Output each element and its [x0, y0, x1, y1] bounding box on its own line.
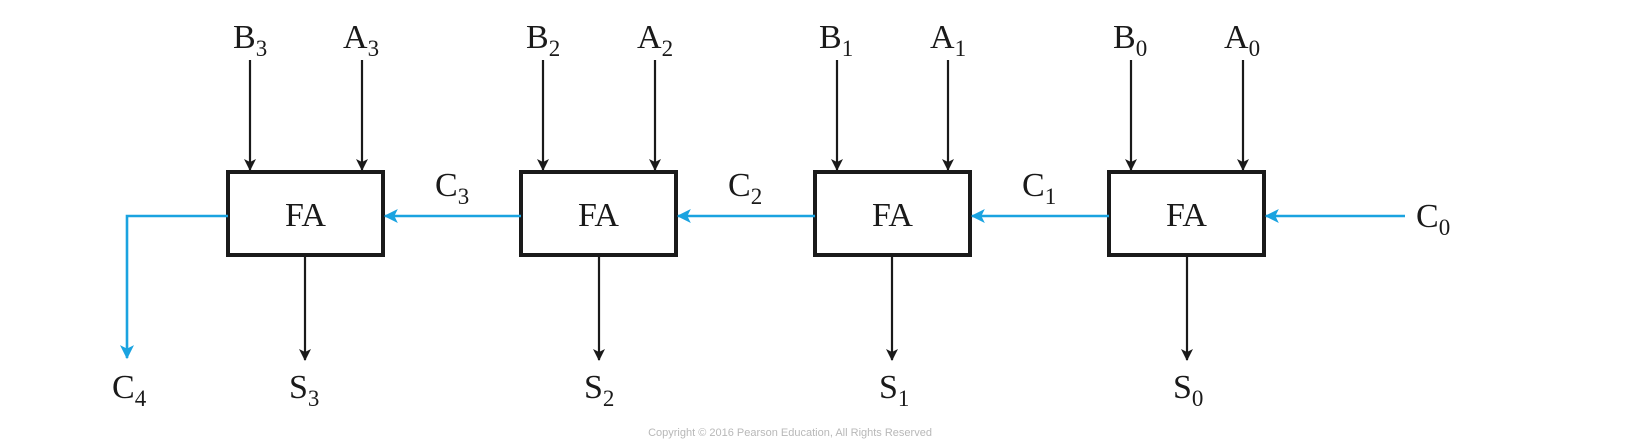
full-adder-box — [813, 170, 972, 257]
copyright-notice: Copyright © 2016 Pearson Education, All … — [648, 427, 932, 439]
full-adder-1: FA B1 A1 S1 — [813, 19, 972, 411]
sum-output-label: S0 — [1173, 369, 1203, 411]
carry-chain: C0 C1 C2 C3 C4 — [112, 167, 1450, 411]
input-b-label: B1 — [819, 19, 853, 61]
full-adder-label: FA — [1166, 197, 1207, 234]
carry-out-label: C4 — [112, 369, 147, 411]
sum-output-label: S2 — [584, 369, 614, 411]
full-adder-label: FA — [872, 197, 913, 234]
input-a-label: A2 — [637, 19, 673, 61]
full-adder-label: FA — [285, 197, 326, 234]
full-adder-0: FA B0 A0 S0 — [1107, 19, 1266, 411]
sum-output-label: S1 — [879, 369, 909, 411]
input-b-label: B3 — [233, 19, 267, 61]
full-adder-box — [1107, 170, 1266, 257]
input-b-label: B2 — [526, 19, 560, 61]
carry-2-label: C2 — [728, 167, 762, 209]
full-adder-2: FA B2 A2 S2 — [519, 19, 678, 411]
input-a-label: A0 — [1224, 19, 1260, 61]
input-a-label: A1 — [930, 19, 966, 61]
input-b-label: B0 — [1113, 19, 1147, 61]
carry-3-label: C3 — [435, 167, 469, 209]
full-adder-box — [519, 170, 678, 257]
carry-1-label: C1 — [1022, 167, 1056, 209]
full-adder-3: FA B3 A3 S3 — [226, 19, 385, 411]
input-a-label: A3 — [343, 19, 379, 61]
full-adder-label: FA — [578, 197, 619, 234]
full-adder-box — [226, 170, 385, 257]
carry-out-wire — [120, 214, 228, 360]
carry-in-label: C0 — [1416, 198, 1450, 240]
sum-output-label: S3 — [289, 369, 319, 411]
